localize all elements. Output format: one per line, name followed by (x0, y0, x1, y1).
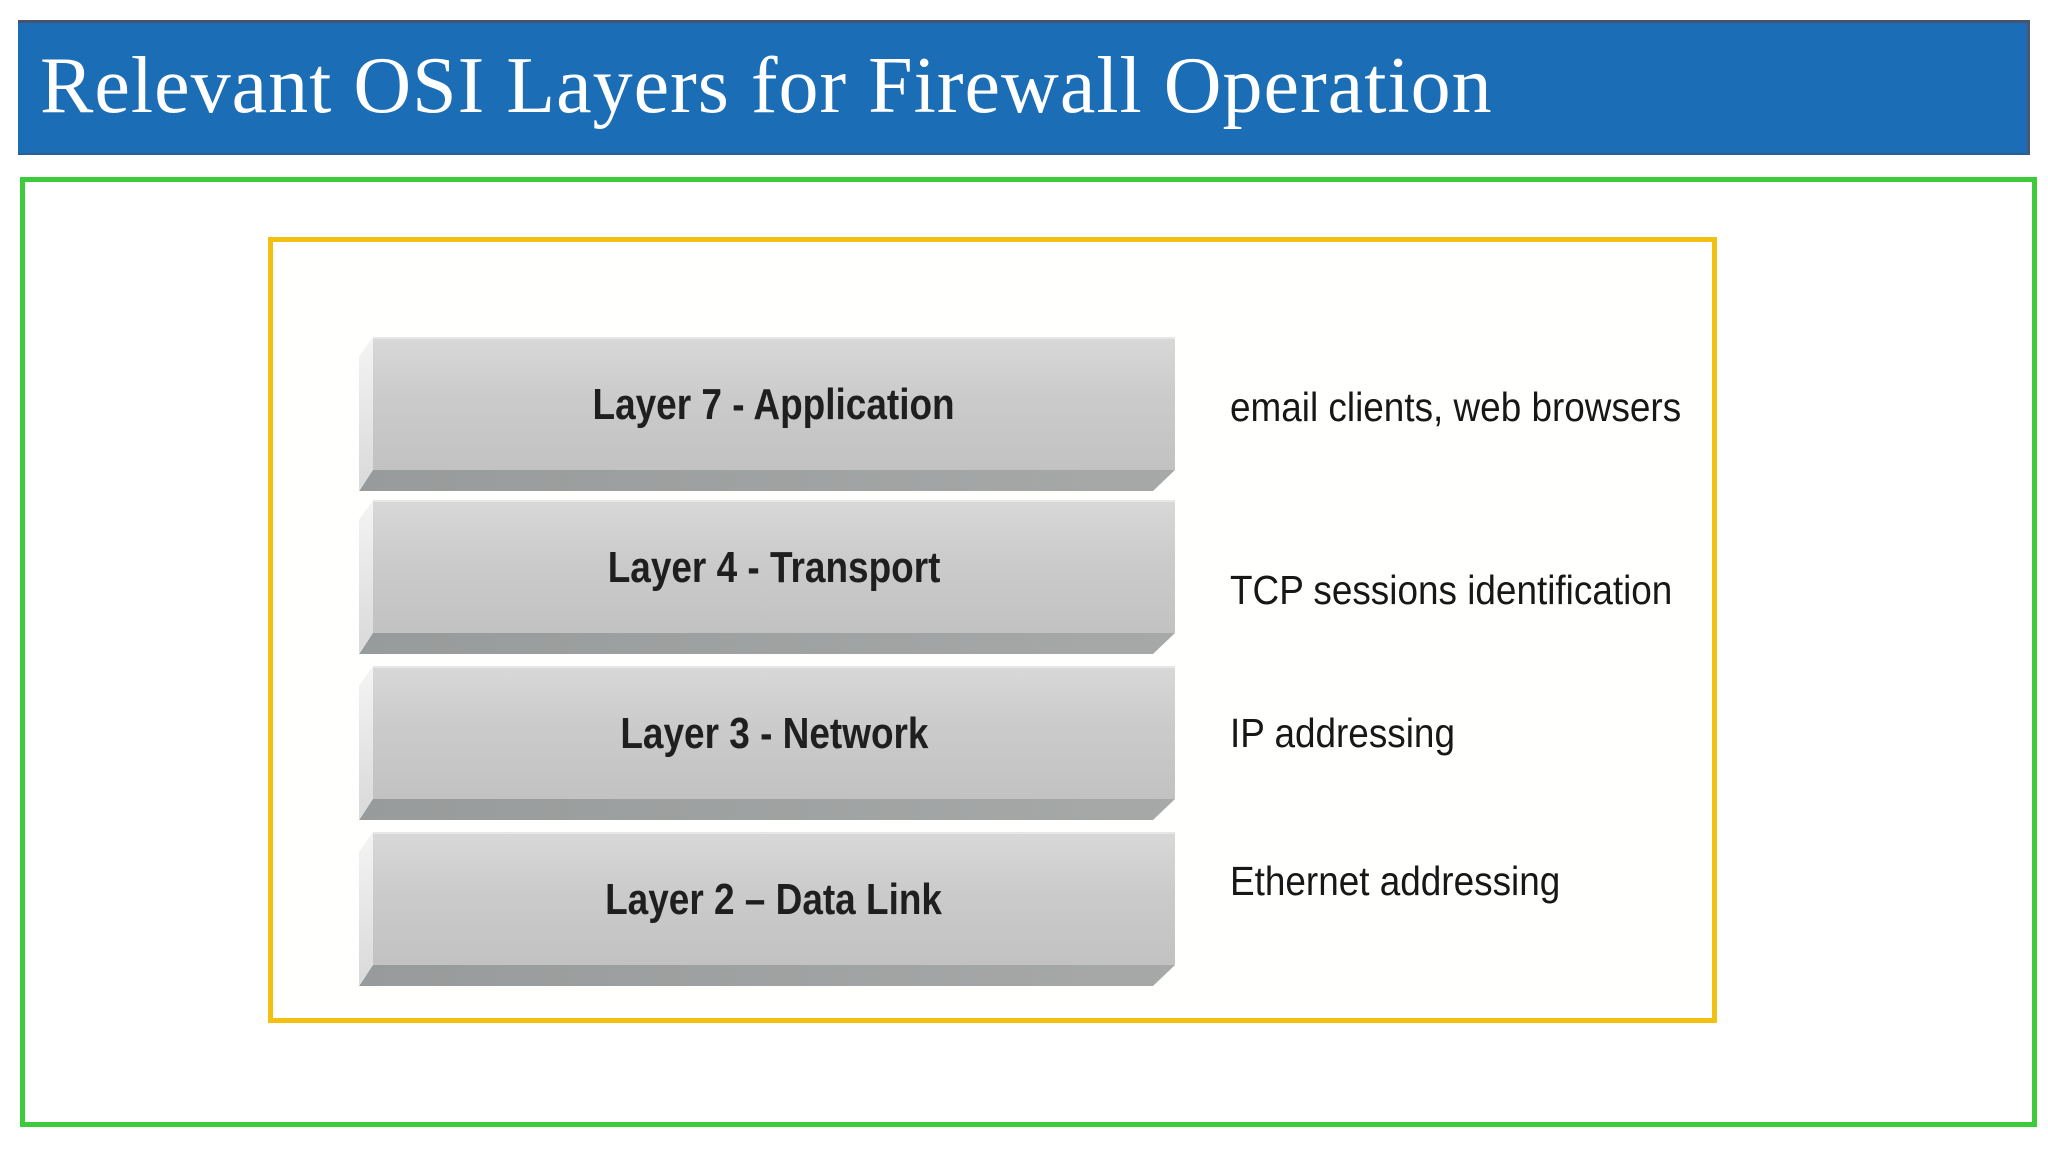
layer-slab-transport: Layer 4 - Transport (373, 500, 1175, 633)
layer-label: Layer 4 - Transport (607, 542, 941, 592)
diagram-frame: Layer 7 - Application email clients, web… (268, 237, 1717, 1023)
layer-description: IP addressing (1230, 710, 1455, 756)
layer-label: Layer 2 – Data Link (605, 874, 943, 924)
layer-slab-network: Layer 3 - Network (373, 666, 1175, 799)
layer-description: email clients, web browsers (1230, 384, 1682, 430)
layer-description: Ethernet addressing (1230, 858, 1561, 904)
title-bar: Relevant OSI Layers for Firewall Operati… (18, 20, 2030, 155)
layer-slab-datalink: Layer 2 – Data Link (373, 832, 1175, 965)
page-title: Relevant OSI Layers for Firewall Operati… (40, 41, 1493, 130)
layer-description: TCP sessions identification (1230, 567, 1673, 613)
layer-slab-application: Layer 7 - Application (373, 337, 1175, 470)
content-frame: Layer 7 - Application email clients, web… (20, 177, 2037, 1127)
layer-label: Layer 7 - Application (592, 379, 956, 429)
layer-label: Layer 3 - Network (619, 708, 929, 758)
